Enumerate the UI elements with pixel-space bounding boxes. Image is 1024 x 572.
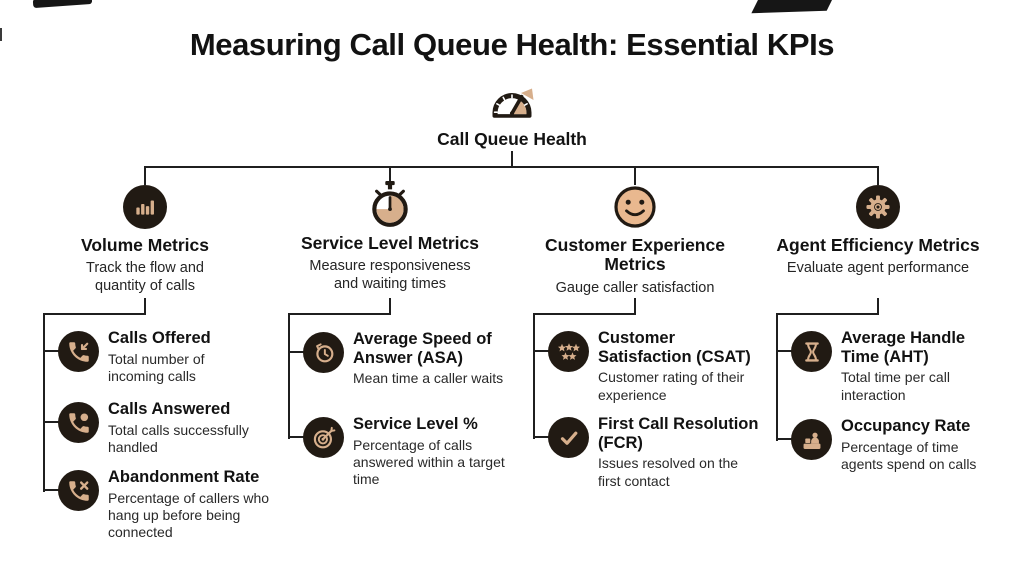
connector-item-stub <box>288 351 304 353</box>
connector-branch-stub <box>144 298 146 315</box>
stopwatch-icon <box>275 181 505 227</box>
phone-answered-icon <box>58 402 99 443</box>
connector-branch-stub <box>389 298 391 315</box>
connector-elbow <box>288 313 391 315</box>
connector-side-rail <box>533 313 535 439</box>
kpi-title: Service Level % <box>353 415 478 433</box>
kpi-title: Calls Offered <box>108 329 211 347</box>
target-icon <box>303 417 344 458</box>
connector-item-stub <box>533 350 549 352</box>
kpi-title: Calls Answered <box>108 400 231 418</box>
clock-history-icon <box>303 332 344 373</box>
gauge-icon <box>492 88 534 118</box>
connector-drop-3 <box>634 166 636 185</box>
page-title: Measuring Call Queue Health: Essential K… <box>189 27 835 62</box>
connector-branch-stub <box>634 298 636 315</box>
kpi-description: Percentage of callers who hang up before… <box>108 489 270 541</box>
connector-root-stub <box>511 151 513 167</box>
edge-decoration-left <box>0 28 2 41</box>
gear-icon <box>856 185 900 229</box>
connector-drop-2 <box>389 166 391 185</box>
corner-decoration-top-right <box>751 0 835 14</box>
kpi-description: Total time per call interaction <box>841 369 950 403</box>
connector-drop-4 <box>877 166 879 185</box>
kpi-title: First Call Resolution (FCR) <box>598 415 759 452</box>
connector-item-stub <box>43 350 59 352</box>
phone-missed-icon <box>58 470 99 511</box>
kpi-title: Customer Satisfaction (CSAT) <box>598 329 751 366</box>
smiley-icon <box>520 185 750 229</box>
connector-item-stub <box>43 489 59 491</box>
connector-side-rail <box>288 313 290 439</box>
root-node-label: Call Queue Health <box>437 129 587 149</box>
branch-agent-efficiency-metrics: Agent Efficiency Metrics Evaluate agent … <box>763 185 993 277</box>
root-node: Call Queue Health <box>412 84 612 150</box>
branch-title: Service Level Metrics <box>300 233 480 253</box>
branch-subtitle: Evaluate agent performance <box>786 260 970 277</box>
connector-item-stub <box>288 436 304 438</box>
connector-item-stub <box>43 421 59 423</box>
connector-elbow <box>43 313 146 315</box>
branch-subtitle: Track the flow and quantity of calls <box>86 260 204 295</box>
kpi-description: Customer rating of their experience <box>598 369 745 403</box>
agent-desk-icon <box>791 419 832 460</box>
connector-side-rail <box>43 313 45 492</box>
connector-drop-1 <box>144 166 146 185</box>
connector-elbow <box>776 313 879 315</box>
hourglass-icon <box>791 331 832 372</box>
branch-title: Customer Experience Metrics <box>545 235 725 275</box>
kpi-description: Mean time a caller waits <box>353 370 504 387</box>
stars-icon <box>548 331 589 372</box>
bar-chart-icon <box>123 185 167 229</box>
kpi-title: Occupancy Rate <box>841 417 971 435</box>
kpi-description: Percentage of time agents spend on calls <box>841 438 977 472</box>
connector-side-rail <box>776 313 778 441</box>
kpi-description: Total calls successfully handled <box>108 421 249 455</box>
connector-branch-stub <box>877 298 879 315</box>
connector-rail <box>144 166 879 168</box>
branch-customer-experience-metrics: Customer Experience Metrics Gauge caller… <box>520 185 750 297</box>
branch-title: Volume Metrics <box>80 235 210 255</box>
kpi-title: Average Handle Time (AHT) <box>841 329 966 366</box>
branch-volume-metrics: Volume Metrics Track the flow and quanti… <box>30 185 260 296</box>
checkmark-icon <box>548 417 589 458</box>
corner-decoration-top-left <box>32 0 93 9</box>
branch-title: Agent Efficiency Metrics <box>776 235 980 255</box>
kpi-title: Abandonment Rate <box>108 468 260 486</box>
branch-subtitle: Gauge caller satisfaction <box>555 279 715 296</box>
kpi-description: Total number of incoming calls <box>108 350 205 384</box>
connector-item-stub <box>776 350 792 352</box>
connector-item-stub <box>533 436 549 438</box>
connector-elbow <box>533 313 636 315</box>
phone-incoming-icon <box>58 331 99 372</box>
kpi-description: Percentage of calls answered within a ta… <box>353 436 505 488</box>
branch-service-level-metrics: Service Level Metrics Measure responsive… <box>275 181 505 294</box>
kpi-description: Issues resolved on the first contact <box>598 455 739 489</box>
branch-subtitle: Measure responsiveness and waiting times <box>309 258 471 293</box>
connector-item-stub <box>776 438 792 440</box>
kpi-title: Average Speed of Answer (ASA) <box>353 330 492 367</box>
